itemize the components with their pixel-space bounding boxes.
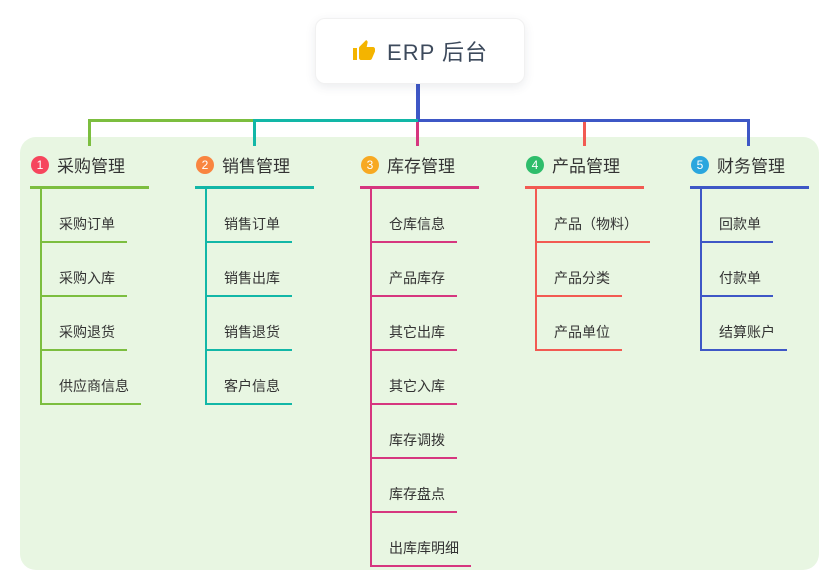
branch-column-2: 2 销售管理销售订单销售出库销售退货客户信息 [195,147,314,405]
branch-label: 产品管理 [552,157,620,176]
child-node[interactable]: 销售订单 [207,189,292,243]
child-node-label: 结算账户 [719,324,775,340]
branch-column-3: 3 库存管理仓库信息产品库存其它出库其它入库库存调拨库存盘点出库库明细 [360,147,479,567]
branch-label: 采购管理 [57,157,125,176]
child-node-label: 供应商信息 [59,378,129,394]
child-node-label: 销售订单 [224,216,280,232]
branch-column-4: 4 产品管理产品（物料） 产品分类产品单位 [525,147,650,351]
child-node[interactable]: 产品库存 [372,243,457,297]
branch-children: 采购订单采购入库采购退货供应商信息 [40,189,149,405]
child-node-label: 付款单 [719,270,761,286]
child-node[interactable]: 库存调拨 [372,405,457,459]
branch-number-badge: 1 [31,155,49,174]
root-node[interactable]: ERP 后台 [315,18,525,84]
root-node-label: ERP 后台 [387,40,488,65]
child-node[interactable]: 回款单 [702,189,773,243]
child-node[interactable]: 销售退货 [207,297,292,351]
branch-node-2[interactable]: 2 销售管理 [195,147,314,189]
child-node[interactable]: 付款单 [702,243,773,297]
child-node-label: 库存盘点 [389,486,445,502]
child-node-label: 产品单位 [554,324,610,340]
child-node-label: 采购入库 [59,270,115,286]
branch-label: 财务管理 [717,157,785,176]
branch-node-4[interactable]: 4 产品管理 [525,147,644,189]
branch-number-badge: 2 [196,155,214,174]
child-node[interactable]: 销售出库 [207,243,292,297]
branch-column-5: 5 财务管理回款单付款单结算账户 [690,147,809,351]
child-node[interactable]: 其它出库 [372,297,457,351]
thumbs-up-icon [352,39,376,63]
branch-node-5[interactable]: 5 财务管理 [690,147,809,189]
branch-label: 库存管理 [387,157,455,176]
child-node-label: 销售退货 [224,324,280,340]
child-node-label: 产品（物料） [554,216,638,232]
child-node-label: 销售出库 [224,270,280,286]
child-node-label: 出库库明细 [389,540,459,556]
child-node[interactable]: 库存盘点 [372,459,457,513]
child-node-label: 客户信息 [224,378,280,394]
child-node-label: 库存调拨 [389,432,445,448]
branch-number-badge: 3 [361,155,379,174]
child-node[interactable]: 采购入库 [42,243,127,297]
branch-node-3[interactable]: 3 库存管理 [360,147,479,189]
branch-number-badge: 5 [691,155,709,174]
branch-children: 产品（物料） 产品分类产品单位 [535,189,650,351]
branches-panel [20,137,819,570]
child-node-label: 其它出库 [389,324,445,340]
branch-children: 销售订单销售出库销售退货客户信息 [205,189,314,405]
child-node[interactable]: 产品单位 [537,297,622,351]
child-node-label: 产品分类 [554,270,610,286]
child-node[interactable]: 产品分类 [537,243,622,297]
branch-children: 仓库信息产品库存其它出库其它入库库存调拨库存盘点出库库明细 [370,189,479,567]
child-node[interactable]: 产品（物料） [537,189,650,243]
child-node[interactable]: 其它入库 [372,351,457,405]
child-node[interactable]: 仓库信息 [372,189,457,243]
branch-children: 回款单付款单结算账户 [700,189,809,351]
child-node[interactable]: 供应商信息 [42,351,141,405]
branch-label: 销售管理 [222,157,290,176]
child-node-label: 采购退货 [59,324,115,340]
child-node-label: 回款单 [719,216,761,232]
child-node[interactable]: 结算账户 [702,297,787,351]
child-node-label: 采购订单 [59,216,115,232]
branch-number-badge: 4 [526,155,544,174]
child-node-label: 产品库存 [389,270,445,286]
child-node[interactable]: 客户信息 [207,351,292,405]
child-node-label: 仓库信息 [389,216,445,232]
branch-node-1[interactable]: 1 采购管理 [30,147,149,189]
child-node-label: 其它入库 [389,378,445,394]
child-node[interactable]: 采购订单 [42,189,127,243]
child-node[interactable]: 采购退货 [42,297,127,351]
branch-column-1: 1 采购管理采购订单采购入库采购退货供应商信息 [30,147,149,405]
child-node[interactable]: 出库库明细 [372,513,471,567]
